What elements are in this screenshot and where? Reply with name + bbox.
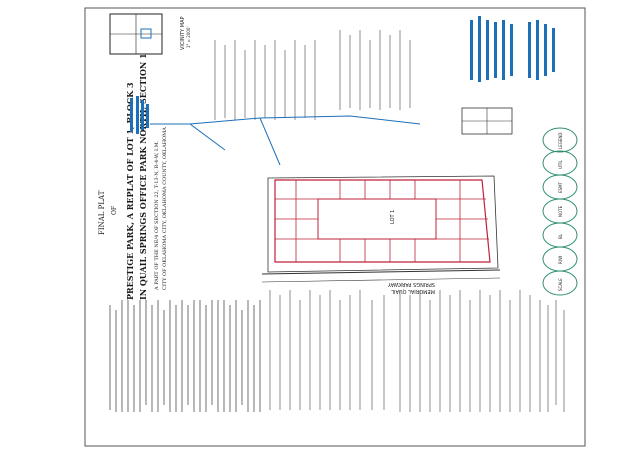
notes-upper-right	[339, 30, 411, 110]
legend-circle-7: SCALE	[542, 270, 578, 296]
notes-upper-middle	[214, 40, 316, 120]
legend-circle-label: BL	[558, 233, 563, 239]
plat-title-line2: IN QUAIL SPRINGS OFFICE PARK NORTH, SECT…	[138, 53, 148, 300]
legend-circle-3: ESMT	[542, 174, 578, 200]
notes-lower-right	[399, 290, 531, 412]
legend-circle-5: BL	[542, 222, 578, 248]
plat-subtitle-line2: CITY OF OKLAHOMA CITY, OKLAHOMA COUNTY, …	[162, 127, 168, 290]
sheet-border	[84, 7, 586, 447]
notes-lower-left	[109, 300, 261, 412]
legend-circle-6: R/W	[542, 246, 578, 272]
legend-circle-label: UTIL	[558, 159, 563, 169]
blue-annotation	[130, 96, 149, 134]
notes-lower-middle	[269, 290, 385, 410]
legend-circles: LEGEND UTIL ESMT NOTE BL R/W SCALE	[542, 127, 578, 296]
vicinity-map-scale: 1" = 2000'	[186, 26, 191, 48]
legend-circle-2: UTIL	[542, 150, 578, 176]
plat-title-line1: PRESTIGE PARK, A REPLAT OF LOT 1, BLOCK …	[125, 82, 135, 300]
heading-of: OF	[111, 206, 118, 215]
notes-right-column	[539, 300, 565, 412]
parkway-label-1: MEMORIAL QUAIL	[391, 288, 435, 294]
heading-final-plat: FINAL PLAT	[98, 190, 106, 235]
lot-plan: LOT 1 MEMORIAL QUAIL SPRINGS PARKWAY	[261, 175, 501, 294]
lot-center-area	[317, 198, 437, 240]
parkway-label-2: SPRINGS PARKWAY	[387, 281, 435, 287]
vicinity-map: VICINITY MAP 1" = 2000'	[109, 13, 191, 55]
legend-circle-label: R/W	[558, 256, 563, 264]
legend-circle-label: ESMT	[558, 181, 563, 193]
lot-center-label: LOT 1	[390, 210, 396, 224]
legend-circle-label: LEGEND	[558, 133, 563, 149]
legend-circle-label: NOTE	[558, 205, 563, 217]
detail-box	[461, 107, 513, 135]
vicinity-map-label: VICINITY MAP	[180, 16, 186, 50]
title-block: FINAL PLAT OF PRESTIGE PARK, A REPLAT OF…	[98, 53, 168, 300]
legend-circle-label: SCALE	[558, 278, 563, 291]
plat-subtitle-line1: A PART OF THE NE/4 OF SECTION 22, T-13-N…	[154, 140, 160, 291]
leader-lines	[150, 115, 421, 166]
legend-circle-1: LEGEND	[542, 127, 578, 153]
engineer-block	[470, 16, 555, 82]
legend-circle-4: NOTE	[542, 198, 578, 224]
